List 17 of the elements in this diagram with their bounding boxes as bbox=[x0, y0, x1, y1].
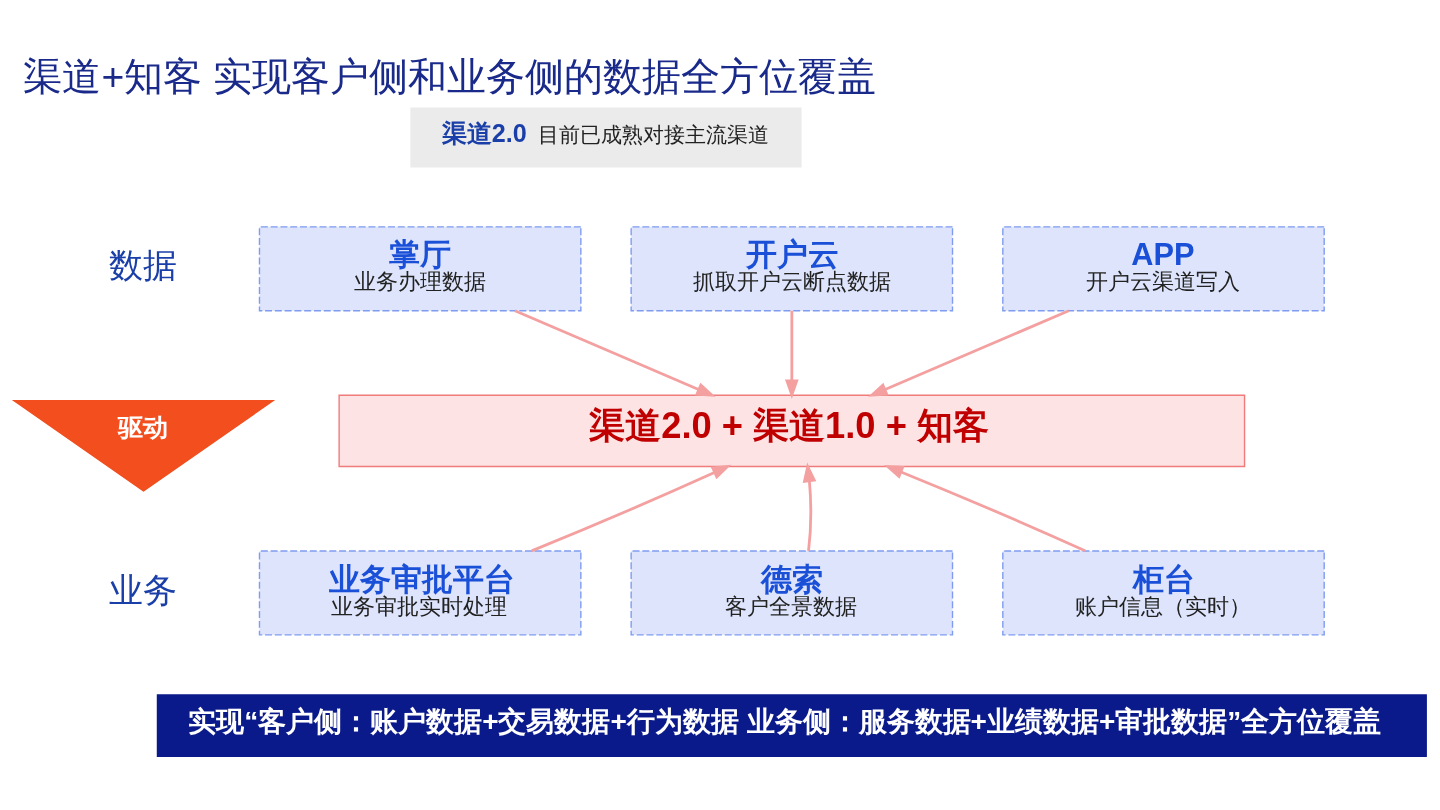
node-box: APP 开户云渠道写入 bbox=[1002, 226, 1325, 312]
arrow bbox=[531, 464, 732, 553]
node-box: 业务审批平台 业务审批实时处理 bbox=[258, 550, 582, 636]
node-box: 开户云 抓取开户云断点数据 bbox=[630, 226, 954, 312]
node-box: 掌厅 业务办理数据 bbox=[258, 226, 582, 312]
arrow bbox=[883, 465, 1086, 553]
node-box: 渠道2.0 + 渠道1.0 + 知客 bbox=[338, 394, 1246, 468]
diagram-title: 渠道+知客 实现客户侧和业务侧的数据全方位覆盖 bbox=[23, 55, 877, 99]
node-box: 柜台 账户信息（实时） bbox=[1002, 550, 1325, 636]
arrow bbox=[784, 310, 799, 400]
arrow bbox=[868, 309, 1070, 397]
node-box: 德索 客户全景数据 bbox=[630, 550, 954, 636]
label: 业务 bbox=[109, 571, 178, 609]
arrow bbox=[802, 462, 817, 551]
label: 数据 bbox=[109, 247, 178, 285]
arrow bbox=[514, 309, 716, 397]
node-box: 实现“客户侧：账户数据+交易数据+行为数据 业务侧：服务数据+业绩数据+审批数据”全方位覆盖 bbox=[156, 694, 1427, 758]
